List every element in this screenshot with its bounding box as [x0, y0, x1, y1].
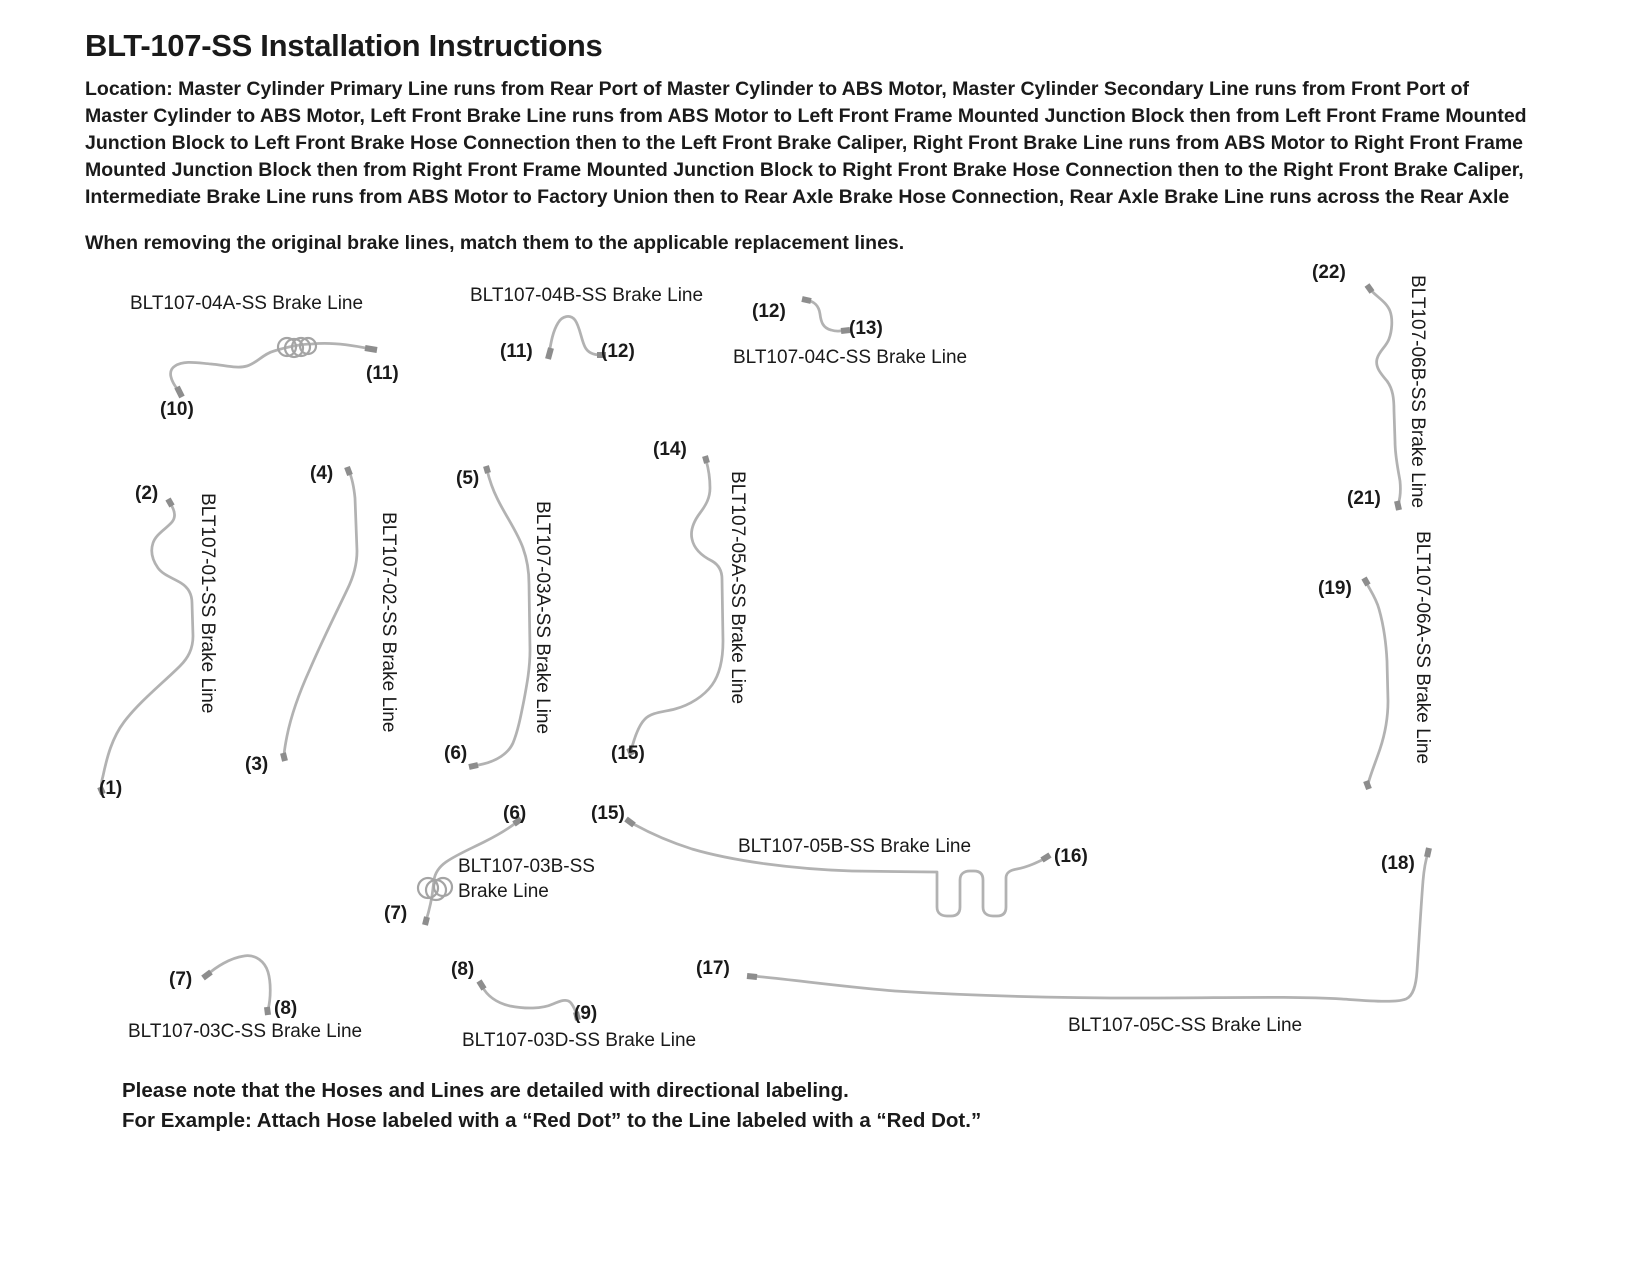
marker-7b: (7)	[169, 969, 193, 990]
marker-15b: (15)	[591, 803, 625, 824]
marker-11b: (11)	[500, 341, 533, 362]
match-note: When removing the original brake lines, …	[85, 232, 905, 254]
marker-13: (13)	[849, 318, 883, 339]
marker-6a: (6)	[444, 743, 468, 764]
marker-17: (17)	[696, 958, 730, 979]
brake-line-03b-drawing	[416, 816, 523, 926]
marker-4: (4)	[310, 463, 334, 484]
brake-line-05a-drawing	[626, 455, 725, 757]
brake-line-06a-drawing	[1361, 576, 1390, 791]
marker-15a: (15)	[611, 743, 645, 764]
brake-line-02-drawing	[280, 465, 359, 762]
part-label-blt107-05c: BLT107-05C-SS Brake Line	[1068, 1015, 1303, 1036]
marker-6b: (6)	[503, 803, 527, 824]
marker-1: (1)	[99, 778, 123, 799]
brake-line-04b-drawing	[545, 315, 606, 360]
part-label-blt107-04b: BLT107-04B-SS Brake Line	[470, 285, 704, 306]
brake-line-04c-drawing	[801, 296, 851, 334]
directional-labeling-note: Please note that the Hoses and Lines are…	[122, 1079, 849, 1102]
marker-2: (2)	[135, 483, 159, 504]
part-label-blt107-03c: BLT107-03C-SS Brake Line	[128, 1021, 363, 1042]
marker-7a: (7)	[384, 903, 408, 924]
marker-10: (10)	[160, 399, 194, 420]
part-label-blt107-05a: BLT107-05A-SS Brake Line	[727, 471, 748, 705]
part-label-blt107-03a: BLT107-03A-SS Brake Line	[532, 501, 553, 735]
brake-line-06b-drawing	[1364, 283, 1402, 511]
brake-line-05b-drawing	[624, 816, 1052, 918]
part-label-blt107-03b: BLT107-03B-SS Brake Line	[458, 856, 595, 902]
marker-12a: (12)	[601, 341, 635, 362]
marker-16: (16)	[1054, 846, 1088, 867]
marker-8a: (8)	[274, 998, 298, 1019]
marker-19: (19)	[1318, 578, 1352, 599]
brake-line-04a-drawing	[169, 336, 378, 399]
part-label-blt107-06b: BLT107-06B-SS Brake Line	[1407, 275, 1428, 509]
marker-11a: (11)	[366, 363, 399, 384]
brake-line-03a-drawing	[468, 465, 532, 770]
part-label-blt107-02: BLT107-02-SS Brake Line	[378, 512, 399, 733]
marker-8b: (8)	[451, 959, 475, 980]
part-label-blt107-03d: BLT107-03D-SS Brake Line	[462, 1030, 697, 1051]
part-label-blt107-04c: BLT107-04C-SS Brake Line	[733, 347, 968, 368]
marker-3: (3)	[245, 754, 269, 775]
part-label-blt107-05b: BLT107-05B-SS Brake Line	[738, 836, 972, 857]
page-title: BLT-107-SS Installation Instructions	[85, 28, 603, 63]
red-dot-example-note: For Example: Attach Hose labeled with a …	[122, 1109, 982, 1132]
marker-12b: (12)	[752, 301, 786, 322]
marker-18: (18)	[1381, 853, 1415, 874]
part-label-blt107-04a: BLT107-04A-SS Brake Line	[130, 293, 364, 314]
marker-14: (14)	[653, 439, 687, 460]
part-label-blt107-01: BLT107-01-SS Brake Line	[197, 493, 218, 714]
location-paragraph: Location: Master Cylinder Primary Line r…	[85, 78, 1527, 208]
brake-line-01-drawing	[97, 497, 195, 796]
marker-9: (9)	[574, 1003, 598, 1024]
part-label-blt107-06a: BLT107-06A-SS Brake Line	[1412, 531, 1433, 765]
marker-22: (22)	[1312, 262, 1346, 283]
brake-line-03c-drawing	[201, 954, 272, 1016]
marker-5: (5)	[456, 468, 480, 489]
brake-line-03d-drawing	[476, 979, 581, 1021]
marker-21: (21)	[1347, 488, 1381, 509]
brake-line-05c-drawing	[746, 847, 1432, 1003]
